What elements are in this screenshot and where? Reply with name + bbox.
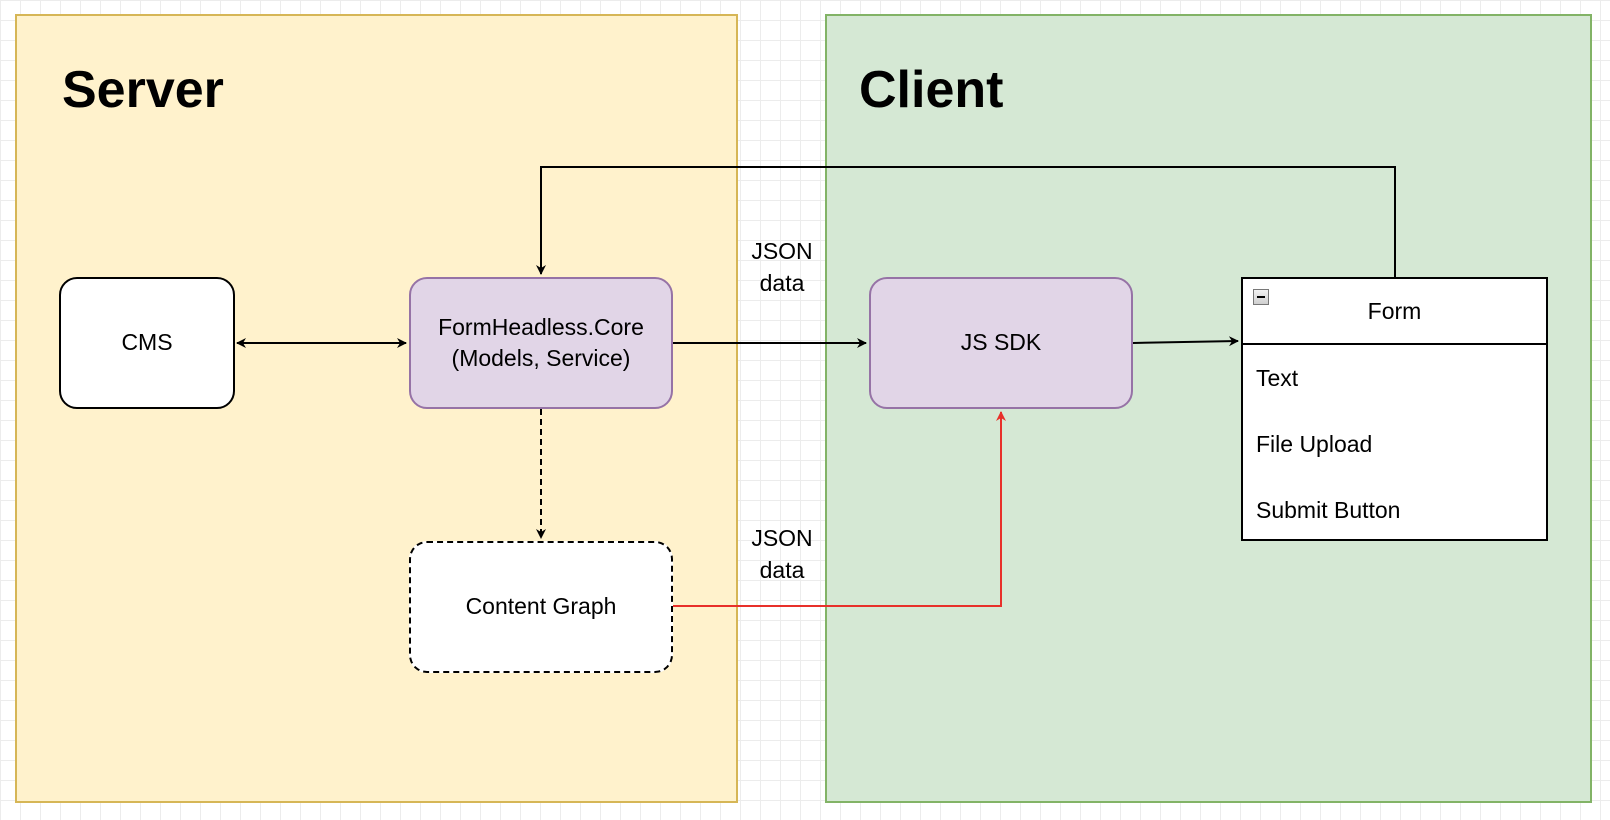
edge-sdk-form bbox=[1132, 336, 1239, 347]
edge-label-line: JSON bbox=[751, 525, 813, 551]
edge-label-graph-sdk: JSON data bbox=[732, 523, 832, 586]
edge-label-line: data bbox=[759, 556, 805, 583]
form-header: Form bbox=[1243, 279, 1546, 345]
cms-node-label: CMS bbox=[121, 329, 173, 356]
server-zone-title: Server bbox=[62, 61, 224, 119]
form-item[interactable]: File Upload bbox=[1243, 411, 1546, 477]
cms-node[interactable]: CMS bbox=[59, 277, 235, 409]
form-item-label: File Upload bbox=[1256, 430, 1373, 457]
edge-form-core-feedback bbox=[536, 166, 1396, 277]
form-node[interactable]: Form Text File Upload Submit Button bbox=[1241, 277, 1548, 541]
core-node-label-line1: FormHeadless.Core bbox=[438, 313, 644, 340]
collapse-icon[interactable] bbox=[1253, 289, 1269, 305]
form-title: Form bbox=[1367, 297, 1422, 324]
edge-label-line: data bbox=[759, 269, 805, 296]
edge-label-core-sdk: JSON data bbox=[732, 236, 832, 299]
form-item[interactable]: Text bbox=[1243, 345, 1546, 411]
client-zone-title: Client bbox=[859, 61, 1004, 119]
core-node-label-line2: (Models, Service) bbox=[451, 345, 631, 371]
js-sdk-node[interactable]: JS SDK bbox=[869, 277, 1133, 409]
form-item[interactable]: Submit Button bbox=[1243, 477, 1546, 543]
form-item-label: Submit Button bbox=[1256, 496, 1401, 523]
form-item-label: Text bbox=[1256, 364, 1299, 391]
content-graph-node[interactable]: Content Graph bbox=[409, 541, 673, 673]
edge-graph-sdk bbox=[673, 411, 1006, 607]
formheadless-core-node[interactable]: FormHeadless.Core (Models, Service) bbox=[409, 277, 673, 409]
content-graph-node-label: Content Graph bbox=[465, 593, 617, 620]
js-sdk-node-label: JS SDK bbox=[960, 329, 1042, 356]
edge-label-line: JSON bbox=[751, 238, 813, 264]
